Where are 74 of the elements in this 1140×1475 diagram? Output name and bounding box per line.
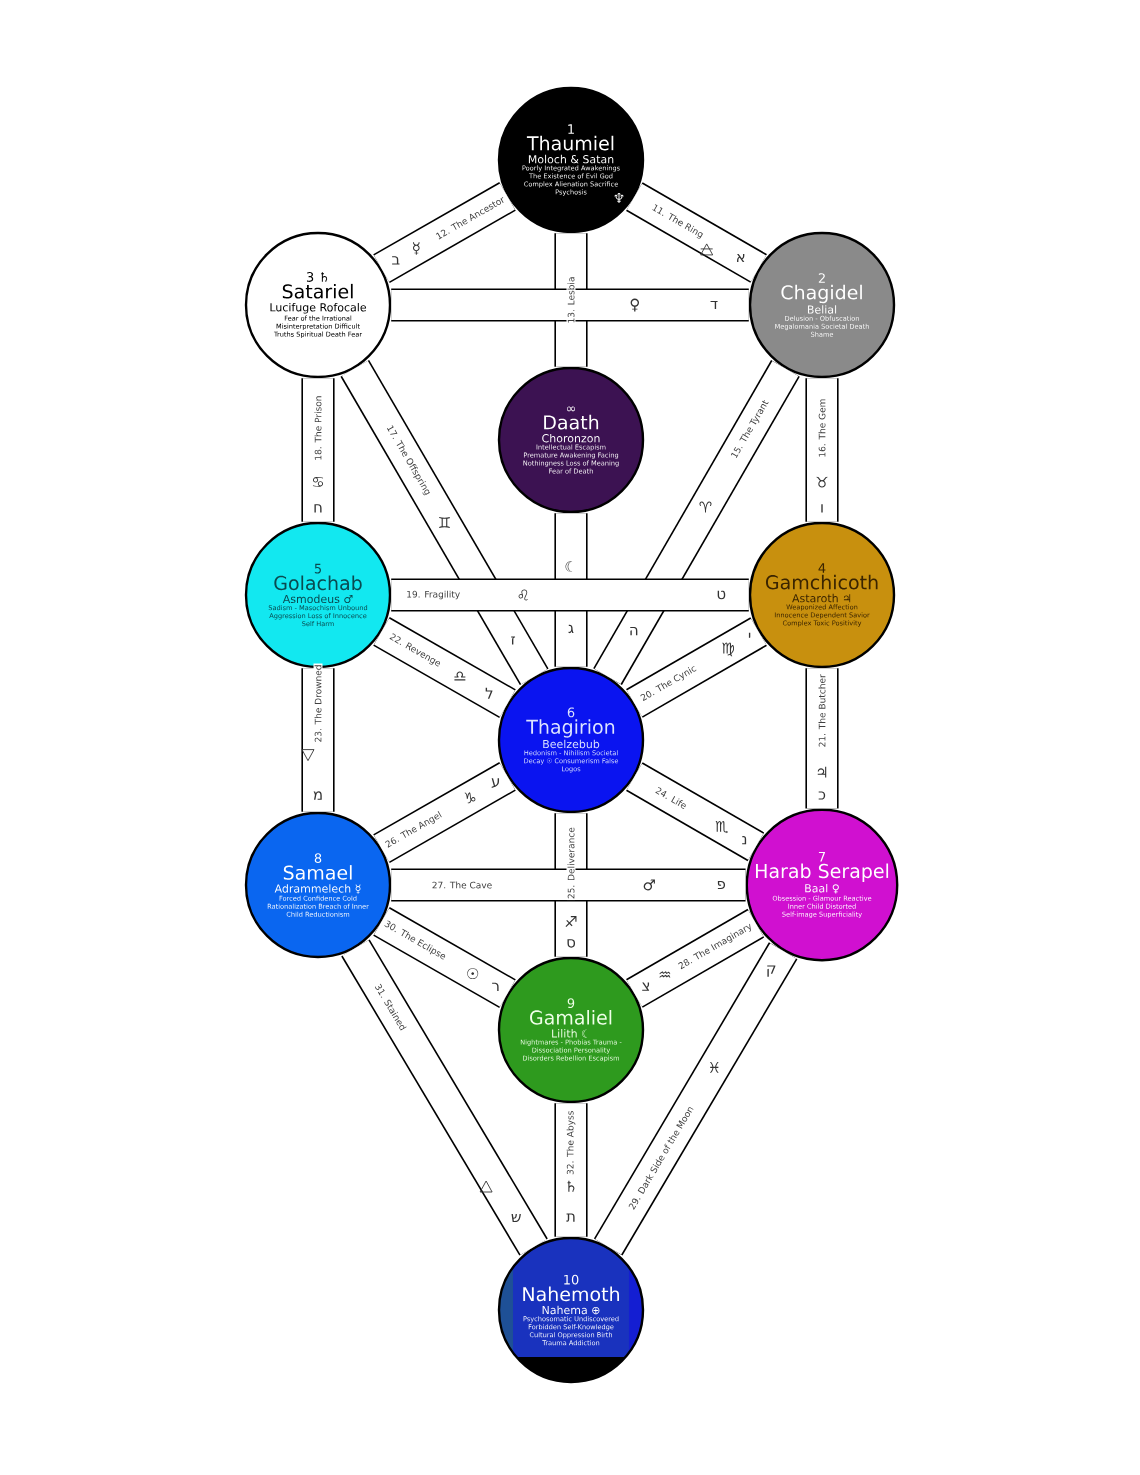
path-symbol: ד <box>710 300 718 310</box>
path-symbol: ל <box>485 687 493 699</box>
path-symbol: ג <box>568 624 574 634</box>
path-symbol: ו <box>821 504 823 513</box>
edge-label: 21. The Butcher <box>817 673 827 749</box>
edge-label: 27. The Cave <box>430 880 494 890</box>
path-band <box>805 668 839 809</box>
path-symbol: ☾ <box>565 561 573 573</box>
edge-label: 18. The Prison <box>313 394 323 462</box>
path-symbol: ♊ <box>439 517 450 528</box>
path-symbol: ז <box>511 636 516 645</box>
path-symbol: ♑ <box>464 792 476 804</box>
path-band <box>626 908 765 1008</box>
path-band <box>373 762 516 863</box>
path-symbol: כ <box>818 791 826 800</box>
edge-label: 13. Lesbia <box>566 275 576 325</box>
path-symbol: ר <box>492 982 499 991</box>
path-symbol: ט <box>717 590 726 600</box>
path-symbol: ♌ <box>518 589 528 601</box>
edge-label: 16. The Gem <box>817 397 827 459</box>
path-symbol: מ <box>313 791 322 800</box>
path-symbol: ♒ <box>659 971 671 978</box>
path-symbol: ♎ <box>454 671 466 681</box>
edge-label: 19. Fragility <box>405 589 462 601</box>
path-band <box>554 513 588 667</box>
path-band <box>391 868 746 902</box>
path-symbol: ♓ <box>709 1061 719 1073</box>
path-symbol: ♏ <box>715 820 728 834</box>
path-band <box>626 617 767 718</box>
path-symbol: ♄ <box>567 1180 575 1192</box>
path-band <box>373 182 516 283</box>
path-band <box>626 182 767 283</box>
path-band <box>593 360 800 685</box>
path-symbol: פ <box>717 880 726 890</box>
edge-label: 24. Life <box>653 784 690 811</box>
path-symbol: א <box>737 253 745 263</box>
path-symbol: צ <box>642 982 650 991</box>
path-symbol: ♀ <box>630 298 639 312</box>
path-band <box>391 578 749 612</box>
edge-label: 32. The Abyss <box>565 1109 577 1176</box>
path-band <box>554 1103 588 1237</box>
path-band <box>301 378 335 522</box>
path-band <box>341 939 548 1256</box>
path-band <box>626 762 765 862</box>
path-symbol: ♋ <box>312 477 323 487</box>
path-symbol: ע <box>491 778 500 788</box>
path-band <box>593 942 798 1256</box>
path-symbol: ♂ <box>643 879 655 891</box>
path-symbol: נ <box>742 836 747 845</box>
path-symbol: ♐ <box>565 916 577 927</box>
path-symbol: ש <box>511 1213 521 1223</box>
path-symbol: ♃ <box>817 766 827 778</box>
path-band <box>373 617 516 718</box>
path-band <box>340 359 549 686</box>
path-symbol: ה <box>630 627 638 636</box>
path-symbol: ק <box>767 965 776 977</box>
edge-label: 23. The Drowned <box>313 663 323 744</box>
path-band <box>373 907 516 1008</box>
path-symbol: ס <box>567 939 576 948</box>
path-symbol: ח <box>314 504 322 513</box>
path-symbol: ☉ <box>467 968 479 980</box>
path-band <box>554 233 588 367</box>
path-symbol: ♈ <box>699 501 712 513</box>
path-symbol: ☿ <box>413 242 420 255</box>
path-symbol: ♍ <box>722 642 734 657</box>
path-symbol: ב <box>392 256 400 265</box>
path-symbol: ת <box>566 1213 575 1222</box>
path-band <box>391 288 749 322</box>
path-symbol: י <box>748 632 751 638</box>
path-symbol: ♉ <box>816 476 828 488</box>
edge-label: 25. Deliverance <box>566 826 576 901</box>
path-band <box>301 668 335 812</box>
path-band <box>805 378 839 522</box>
path-band <box>554 813 588 957</box>
